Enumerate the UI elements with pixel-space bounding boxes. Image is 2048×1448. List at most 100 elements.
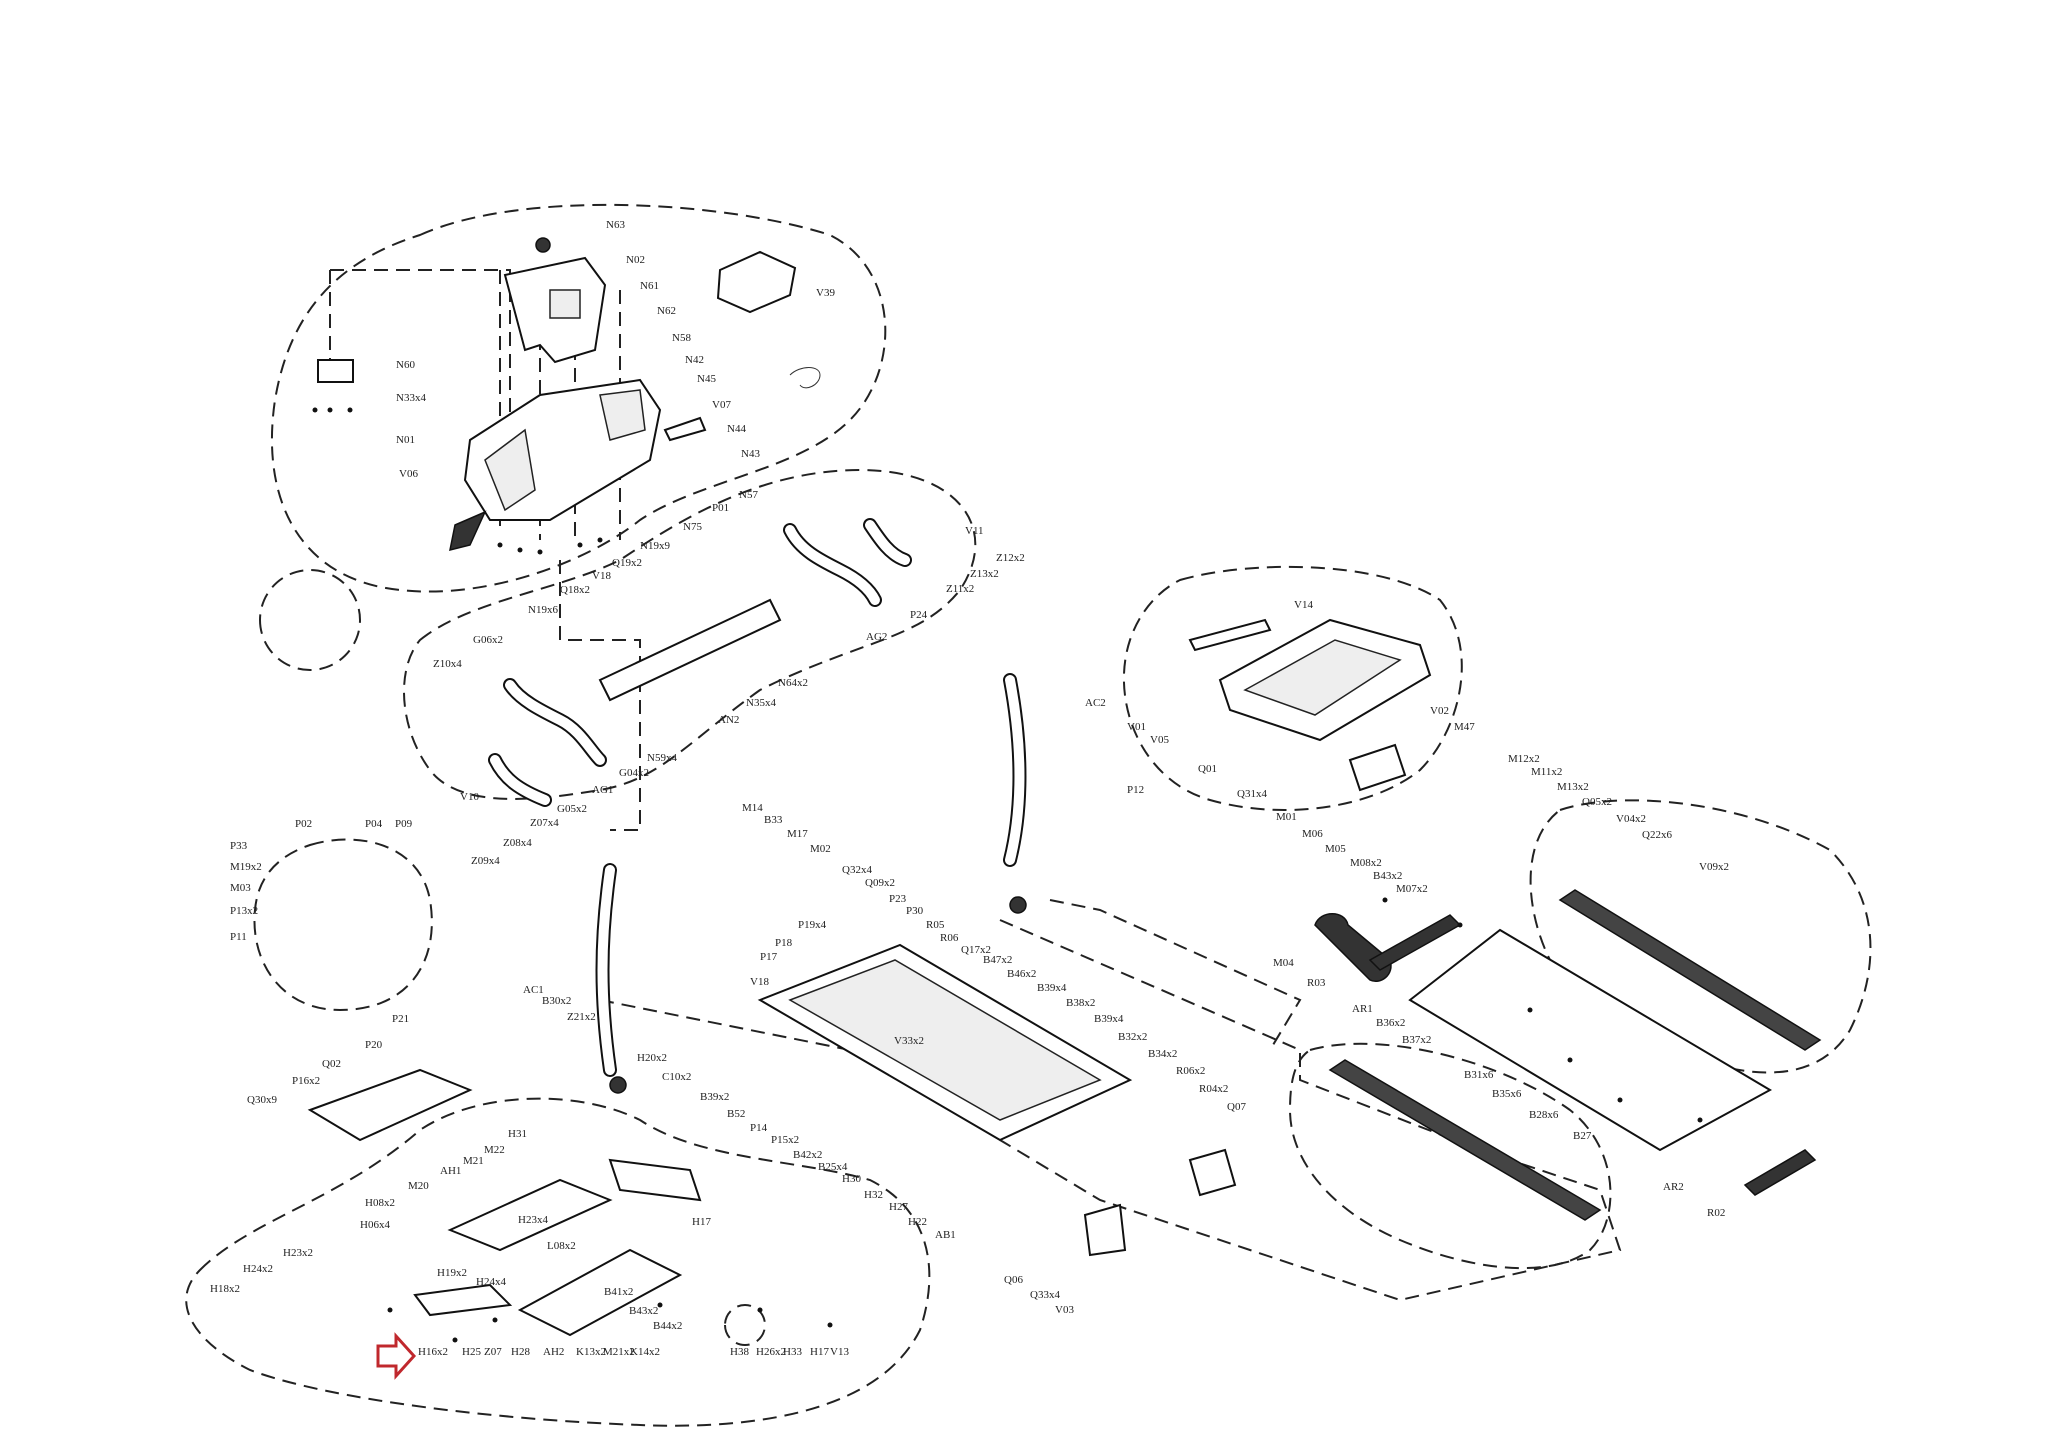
part-label-v39: V39 [816, 287, 835, 299]
part-label-b30x2: B30x2 [542, 995, 571, 1007]
part-label-ag2: AG2 [866, 631, 887, 643]
front-roller-r03 [1368, 914, 1462, 971]
part-label-h27: H27 [889, 1201, 908, 1213]
part-label-h28: H28 [511, 1346, 530, 1358]
part-label-m19x2: M19x2 [230, 861, 262, 873]
part-label-h23x2: H23x2 [283, 1247, 313, 1259]
part-label-p12: P12 [1127, 784, 1144, 796]
part-label-z10x4: Z10x4 [433, 658, 462, 670]
part-label-m21: M21 [463, 1155, 484, 1167]
part-label-m08x2: M08x2 [1350, 857, 1382, 869]
part-label-h17b: H17 [810, 1346, 829, 1358]
hood-label-v14 [1188, 618, 1272, 652]
part-label-p11: P11 [230, 931, 247, 943]
controller-cover-q06 [1083, 1203, 1127, 1257]
part-label-h25: H25 [462, 1346, 481, 1358]
console-parts [317, 237, 821, 552]
hinge-detail-circle [259, 569, 362, 671]
part-label-n64x2: N64x2 [778, 677, 808, 689]
crossbar-an2 [598, 598, 782, 702]
part-label-b43x2b: B43x2 [629, 1305, 658, 1317]
part-label-m01: M01 [1276, 811, 1297, 823]
console-overlay-n61 [716, 250, 797, 314]
frame-parts [307, 928, 1773, 1337]
part-label-k13x2: K13x2 [576, 1346, 606, 1358]
console-group-outline [271, 203, 887, 593]
part-label-p23: P23 [889, 893, 907, 905]
part-label-v06: V06 [399, 468, 418, 480]
part-label-v05: V05 [1150, 734, 1169, 746]
part-label-m07x2: M07x2 [1396, 883, 1428, 895]
display-window [549, 289, 581, 319]
part-label-h20x2: H20x2 [637, 1052, 667, 1064]
part-label-h23x4: H23x4 [518, 1214, 548, 1226]
part-label-p33: P33 [230, 840, 248, 852]
part-label-h22: H22 [908, 1216, 927, 1228]
part-label-b47x2: B47x2 [983, 954, 1012, 966]
hood-top-plate [1243, 639, 1402, 716]
part-label-q32x4: Q32x4 [842, 864, 872, 876]
part-label-p13x2: P13x2 [230, 905, 258, 917]
keypad-n60 [317, 359, 354, 383]
part-label-v01: V01 [1127, 721, 1146, 733]
part-label-r06x2: R06x2 [1176, 1065, 1205, 1077]
part-label-n63: N63 [606, 219, 625, 231]
part-label-n01: N01 [396, 434, 415, 446]
part-label-p18: P18 [775, 937, 793, 949]
part-label-p17: P17 [760, 951, 778, 963]
part-label-m14: M14 [742, 802, 763, 814]
lift-frame-group-outline [185, 1097, 931, 1427]
cable-n42 [789, 367, 821, 389]
part-label-q31x4: Q31x4 [1237, 788, 1267, 800]
part-label-v03: V03 [1055, 1304, 1074, 1316]
controller-group-outline [253, 838, 433, 1012]
side-rail-right [1558, 889, 1822, 1051]
part-label-p21: P21 [392, 1013, 409, 1025]
part-label-b34x2: B34x2 [1148, 1048, 1177, 1060]
part-label-z08x4: Z08x4 [503, 837, 532, 849]
part-label-b41x2: B41x2 [604, 1286, 633, 1298]
part-label-m47: M47 [1454, 721, 1475, 733]
part-label-b35x6: B35x6 [1492, 1088, 1522, 1100]
part-label-p04: P04 [365, 818, 383, 830]
wheel-c10 [609, 1076, 627, 1094]
part-label-g05x2: G05x2 [557, 803, 587, 815]
part-label-q18x2: Q18x2 [560, 584, 590, 596]
fasteners [312, 407, 1703, 1343]
part-label-ar1: AR1 [1352, 1003, 1373, 1015]
part-label-r04x2: R04x2 [1199, 1083, 1228, 1095]
part-label-b42x2: B42x2 [793, 1149, 822, 1161]
part-label-n60: N60 [396, 359, 415, 371]
part-label-m03: M03 [230, 882, 251, 894]
part-label-q19x2: Q19x2 [612, 557, 642, 569]
part-label-r06: R06 [940, 932, 959, 944]
upright-parts [595, 673, 1027, 1094]
part-label-v07: V07 [712, 399, 731, 411]
part-label-h31: H31 [508, 1128, 527, 1140]
part-label-m11x2: M11x2 [1531, 766, 1562, 778]
frame-inner [788, 959, 1102, 1121]
part-labels: N63N02N61V39N62N58N42N45N60N33x4V07N44N0… [210, 219, 1729, 1358]
part-label-z21x2: Z21x2 [567, 1011, 596, 1023]
part-label-q33x4: Q33x4 [1030, 1289, 1060, 1301]
part-label-m02: M02 [810, 843, 831, 855]
part-label-n61: N61 [640, 280, 659, 292]
part-label-q06: Q06 [1004, 1274, 1023, 1286]
side-rail-left [1328, 1059, 1602, 1221]
drive-belt-m04 [1314, 913, 1392, 982]
part-label-g04x2: G04x2 [619, 767, 649, 779]
part-label-n75: N75 [683, 521, 702, 533]
part-label-n19x9: N19x9 [640, 540, 670, 552]
part-label-z13x2: Z13x2 [970, 568, 999, 580]
motor-m47 [1348, 743, 1407, 792]
part-label-h16x2: H16x2 [418, 1346, 448, 1358]
part-label-n02: N02 [626, 254, 645, 266]
part-label-h30: H30 [842, 1173, 861, 1185]
part-label-h24x2: H24x2 [243, 1263, 273, 1275]
part-label-p16x2: P16x2 [292, 1075, 320, 1087]
wheel-upper [1009, 896, 1027, 914]
part-label-b25x4: B25x4 [818, 1161, 848, 1173]
part-label-b31x6: B31x6 [1464, 1069, 1494, 1081]
part-label-v18: V18 [592, 570, 611, 582]
